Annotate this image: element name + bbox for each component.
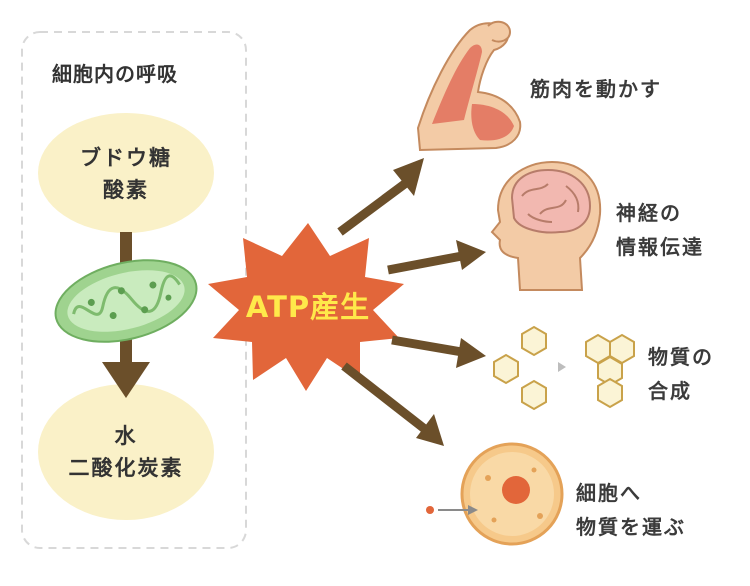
arrow-to-muscle: [337, 158, 424, 236]
muscle-arm-icon: [416, 20, 522, 152]
use-label-muscle: 筋肉を動かす: [530, 77, 662, 101]
panel-title: 細胞内の呼吸: [52, 62, 178, 86]
input-circle: [38, 113, 214, 233]
arrow-to-cell: [341, 362, 444, 446]
arrow-to-brain: [387, 240, 486, 275]
arrow-to-synthesis: [391, 335, 486, 368]
atp-label: ATP産生: [245, 290, 371, 324]
hexagon-molecule-icon: [493, 325, 635, 411]
use-label-synthesis: 物質の 合成: [648, 345, 714, 403]
respiration-panel: [21, 31, 247, 549]
input-label: ブドウ糖 酸素: [80, 146, 172, 202]
cell-icon: [426, 442, 564, 546]
mitochondria-icon: [54, 259, 198, 343]
use-label-transport: 細胞へ 物質を運ぶ: [576, 481, 686, 539]
atp-burst: [208, 223, 404, 391]
brain-head-icon: [490, 160, 602, 291]
use-label-nerve: 神経の 情報伝達: [616, 201, 704, 259]
output-label: 水 二酸化炭素: [68, 424, 184, 480]
output-circle: [38, 384, 214, 520]
